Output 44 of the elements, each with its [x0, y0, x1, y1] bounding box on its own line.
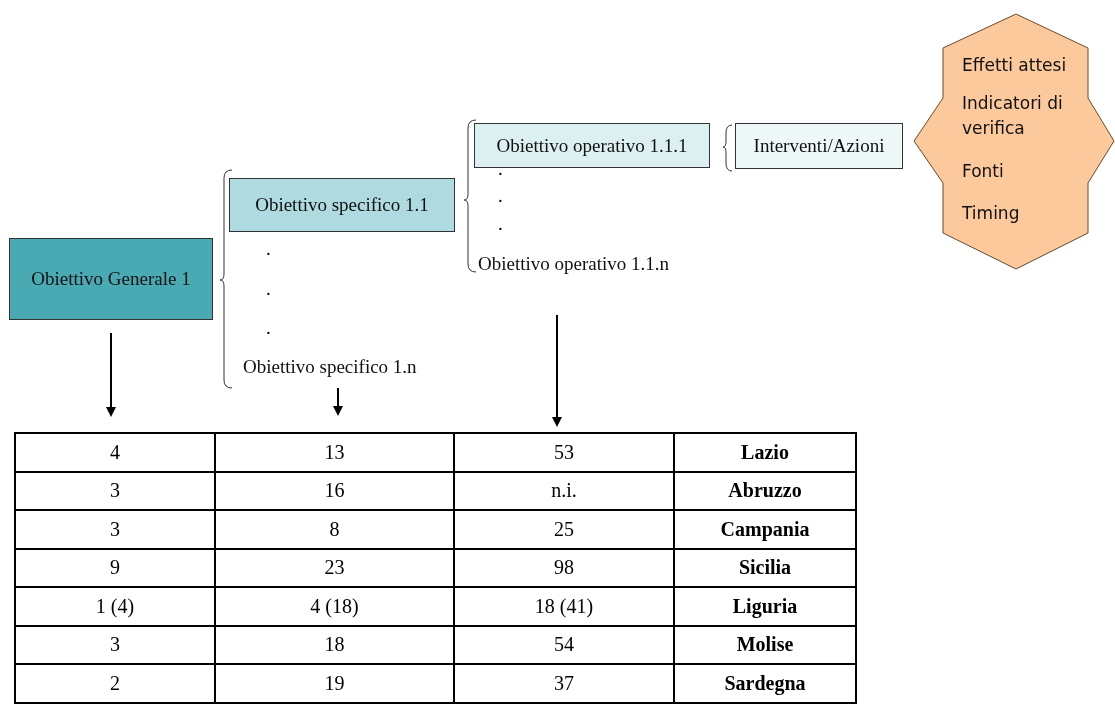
- goal-box: Obiettivo Generale 1: [9, 238, 213, 320]
- region-cell: Lazio: [674, 433, 856, 472]
- ellipsis-dot: .: [498, 213, 503, 235]
- ellipsis-dot: .: [266, 278, 271, 300]
- count-cell: 4 (18): [215, 587, 454, 626]
- count-cell: 8: [215, 510, 454, 549]
- count-cell: 19: [215, 664, 454, 703]
- count-cell: 18: [215, 625, 454, 664]
- region-cell: Liguria: [674, 587, 856, 626]
- count-cell: 4: [15, 433, 215, 472]
- count-cell: 3: [15, 471, 215, 510]
- count-cell: 98: [454, 548, 674, 587]
- region-cell: Campania: [674, 510, 856, 549]
- count-cell: 9: [15, 548, 215, 587]
- list-text: Fonti: [962, 160, 1005, 183]
- ellipsis-dot: .: [266, 238, 271, 260]
- count-cell: 2: [15, 664, 215, 703]
- action-box: Interventi/Azioni: [735, 123, 903, 169]
- count-cell: 18 (41): [454, 587, 674, 626]
- count-cell: 16: [215, 471, 454, 510]
- objective-text: Obiettivo specifico 1.n: [243, 356, 417, 378]
- count-cell: n.i.: [454, 471, 674, 510]
- region-cell: Molise: [674, 625, 856, 664]
- list-text: Timing: [962, 202, 1021, 225]
- count-cell: 54: [454, 625, 674, 664]
- count-cell: 3: [15, 510, 215, 549]
- count-cell: 13: [215, 433, 454, 472]
- count-cell: 53: [454, 433, 674, 472]
- objective-box: Obiettivo operativo 1.1.1: [474, 123, 710, 168]
- count-cell: 3: [15, 625, 215, 664]
- objective-box: Obiettivo specifico 1.1: [229, 178, 455, 232]
- list-text: Indicatori di verifica: [962, 92, 1064, 140]
- count-cell: 25: [454, 510, 674, 549]
- count-cell: 37: [454, 664, 674, 703]
- region-cell: Sardegna: [674, 664, 856, 703]
- ellipsis-dot: .: [266, 317, 271, 339]
- star-shape: [913, 13, 1115, 270]
- count-cell: 1 (4): [15, 587, 215, 626]
- objective-text: Obiettivo operativo 1.1.n: [478, 253, 670, 275]
- count-cell: 23: [215, 548, 454, 587]
- list-text: Effetti attesi: [962, 54, 1068, 77]
- ellipsis-dot: .: [498, 185, 503, 207]
- region-cell: Abruzzo: [674, 471, 856, 510]
- region-cell: Sicilia: [674, 548, 856, 587]
